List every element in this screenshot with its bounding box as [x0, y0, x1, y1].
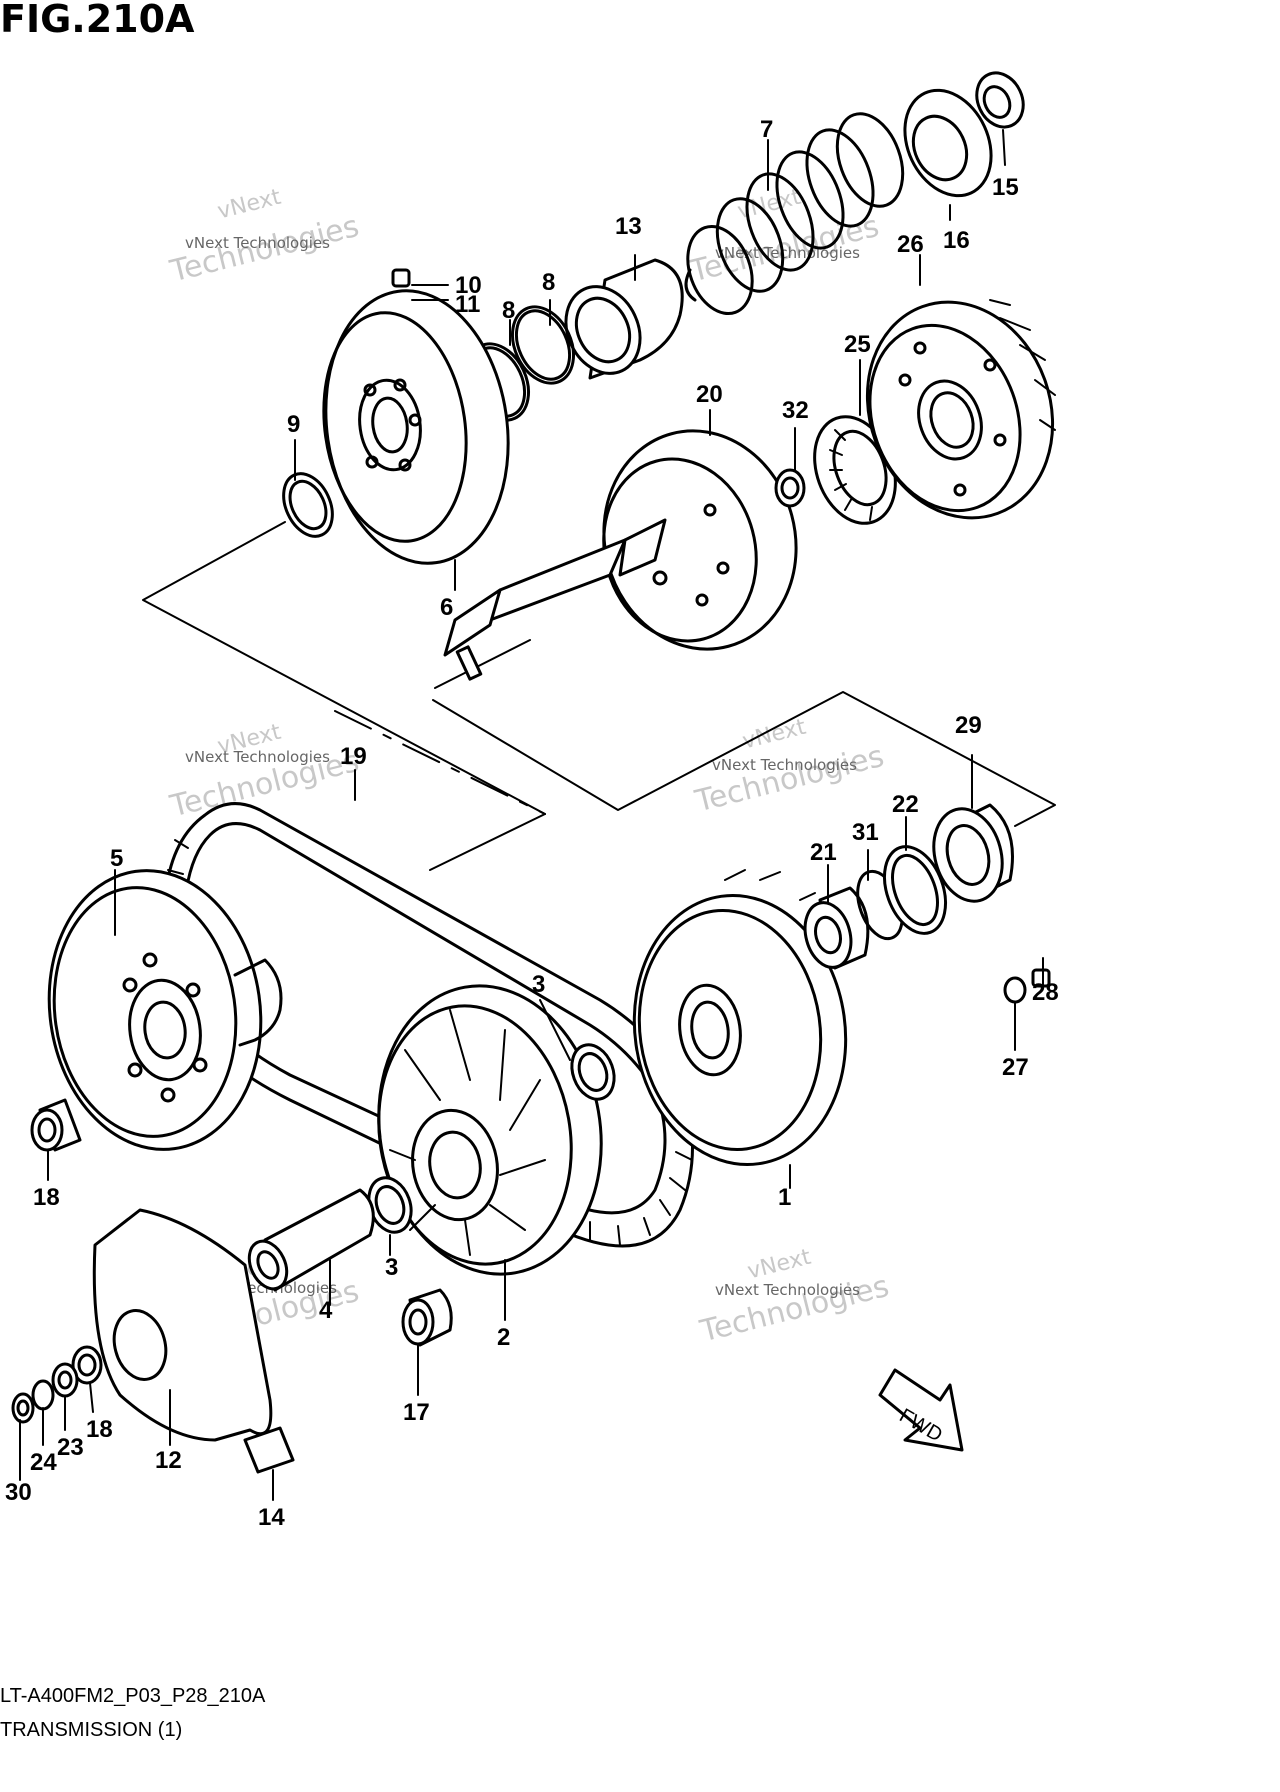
bushing-part-32: [774, 468, 806, 508]
watermark-text: Technologies: [691, 739, 887, 820]
figure-title: FIG.210A: [0, 0, 195, 41]
callout-11: 11: [455, 291, 480, 318]
callout-26: 26: [897, 231, 924, 258]
bushing-part-18: [71, 1345, 103, 1385]
cover-part-12: [92, 1208, 273, 1442]
watermark-text: vNext: [215, 185, 284, 225]
bolt-part-10: [391, 268, 411, 288]
callout-22: 22: [892, 791, 919, 818]
callout-labels: 1 2 3 3 4 5 6 7 8 8 9 10 11 12 13 14 15 …: [5, 116, 1059, 1531]
callout-19: 19: [340, 743, 367, 770]
driven-shaft-part-20: [443, 429, 798, 681]
spacer-part-4: [247, 1188, 375, 1292]
assembly-boundary-lines: [142, 521, 1056, 981]
bushing-part-13: [564, 258, 684, 380]
ring-part-9: [282, 472, 334, 538]
callout-8: 8: [502, 297, 515, 324]
callout-18: 18: [86, 1416, 113, 1443]
callout-32: 32: [782, 397, 809, 424]
watermark-text: vNext Technologies: [185, 748, 330, 766]
washer-part-24: [31, 1379, 55, 1411]
figure-caption: TRANSMISSION (1): [0, 1719, 182, 1741]
callout-15: 15: [992, 174, 1019, 201]
figure-code: LT-A400FM2_P03_P28_210A: [0, 1685, 266, 1707]
callout-3: 3: [385, 1254, 398, 1281]
callout-3: 3: [532, 971, 545, 998]
callout-31: 31: [852, 819, 879, 846]
callout-16: 16: [943, 227, 970, 254]
leader-lines: [19, 129, 1044, 1501]
callout-13: 13: [615, 213, 642, 240]
callout-7: 7: [760, 116, 773, 143]
callout-23: 23: [57, 1434, 84, 1461]
watermark-text: vNext Technologies: [185, 234, 330, 252]
callout-9: 9: [287, 411, 300, 438]
bearing-part-29: [932, 803, 1014, 903]
callout-14: 14: [258, 1504, 285, 1531]
bushing-part-18: [30, 1098, 82, 1152]
callout-5: 5: [110, 845, 123, 872]
driven-face-part-1: [632, 869, 848, 1166]
callout-4: 4: [319, 1297, 333, 1324]
callout-12: 12: [155, 1447, 182, 1474]
callout-27: 27: [1002, 1054, 1029, 1081]
callout-30: 30: [5, 1479, 32, 1506]
screw-part-28: [1031, 968, 1051, 988]
watermark-text: vNext: [740, 715, 809, 755]
drive-face-part-5: [47, 869, 283, 1151]
bracket-part-14: [243, 1426, 295, 1474]
sheave-part-6: [322, 289, 510, 565]
callout-29: 29: [955, 712, 982, 739]
washer-part-27: [1003, 976, 1027, 1004]
callout-6: 6: [440, 594, 453, 621]
watermark-text: vNext Technologies: [715, 1281, 860, 1299]
bearing-part-21: [803, 886, 870, 970]
callout-17: 17: [403, 1399, 430, 1426]
callout-8: 8: [542, 269, 555, 296]
callout-2: 2: [497, 1324, 510, 1351]
fwd-arrow-icon: FWD: [878, 1368, 964, 1452]
washer-part-23: [51, 1362, 79, 1398]
callout-18: 18: [33, 1184, 60, 1211]
callout-10: 10: [455, 272, 482, 299]
plate-part-16: [903, 88, 993, 198]
spring-part-7: [684, 112, 905, 316]
callout-21: 21: [810, 839, 837, 866]
callout-20: 20: [696, 381, 723, 408]
bushing-part-17: [401, 1288, 453, 1347]
nut-part-15: [975, 71, 1025, 129]
callout-24: 24: [30, 1449, 57, 1476]
seal-part-22: [883, 845, 947, 935]
watermark-text: vNext Technologies: [712, 756, 857, 774]
ring-part-3: [570, 1043, 616, 1101]
callout-28: 28: [1032, 979, 1059, 1006]
o-ring-part-8: [511, 305, 575, 385]
watermark-text: vNext Technologies: [715, 244, 860, 262]
movable-drive-face-part-2: [377, 984, 603, 1276]
clutch-housing-part-26: [865, 299, 1056, 520]
callout-1: 1: [778, 1184, 791, 1211]
watermark-text: vNext: [745, 1245, 814, 1285]
nut-part-30: [11, 1392, 35, 1424]
callout-25: 25: [844, 331, 871, 358]
